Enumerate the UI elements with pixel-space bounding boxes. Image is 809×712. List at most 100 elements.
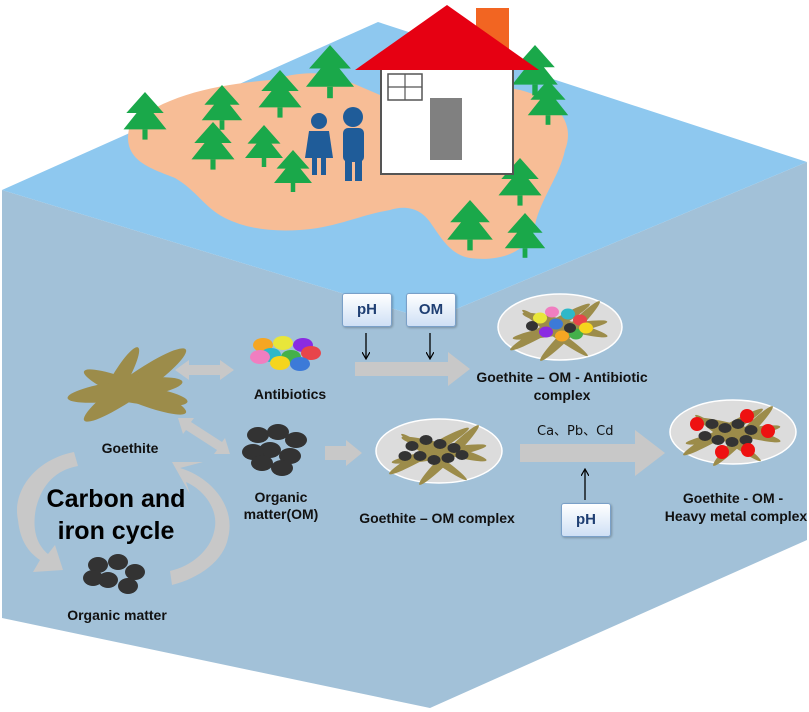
arrow-goethite-om <box>178 418 230 454</box>
person-large <box>343 107 364 181</box>
goethite-rod <box>92 383 188 407</box>
organic-matter-particle <box>718 423 732 433</box>
heavy-metal-ion <box>741 443 755 457</box>
flow-arrows <box>175 352 665 476</box>
organic-matter-particle <box>427 455 441 465</box>
heavy-metal-ion <box>761 424 775 438</box>
organic-matter-particle <box>705 419 719 429</box>
heavy-metal-complex-label-line2: Heavy metal complex <box>664 508 808 524</box>
antibiotic-particle <box>555 330 569 342</box>
arrow-complex-heavy-metal <box>520 430 665 476</box>
organic-matter-particle <box>259 442 281 458</box>
tree <box>527 80 569 116</box>
organic-matter-particle <box>441 453 455 463</box>
organic-matter-particle <box>698 431 712 441</box>
organic-matter-particle <box>83 570 103 586</box>
heavy-metal-ion <box>715 445 729 459</box>
antibiotic-particle <box>549 318 563 330</box>
tree <box>512 45 558 85</box>
antibiotic-particle <box>579 322 593 334</box>
tree <box>447 200 493 240</box>
house <box>355 5 539 175</box>
organic-matter-particle <box>526 321 538 331</box>
tree-trunk <box>277 107 283 118</box>
heavy-metal-ion <box>740 409 754 423</box>
organic-matter-particle <box>433 439 447 449</box>
organic-matter-particle <box>413 451 427 461</box>
trees <box>123 45 569 258</box>
cycle-arrows <box>17 452 230 585</box>
tree-trunk <box>290 183 296 192</box>
organic-matter-om-label-line2: matter(OM) <box>243 506 319 522</box>
tree <box>274 150 312 183</box>
antibiotic-particle <box>545 306 559 318</box>
heavy-metal-ion <box>690 417 704 431</box>
carbon-iron-cycle-label-line1: Carbon and <box>46 485 186 513</box>
people <box>305 107 364 181</box>
organic-matter-particle <box>88 557 108 573</box>
organic-matter-particle <box>125 564 145 580</box>
goethite-om-complex-label: Goethite – OM complex <box>359 510 515 526</box>
house-roof <box>355 5 539 70</box>
house-door <box>430 98 462 160</box>
antibiotic-complex <box>497 293 623 361</box>
organic-matter-particle <box>108 554 128 570</box>
organic-matter-particle <box>267 424 289 440</box>
tree <box>123 92 167 130</box>
antibiotic-particle <box>250 350 270 364</box>
cycle-arrow-right <box>170 462 230 585</box>
organic-matter-particle <box>744 425 758 435</box>
tree <box>498 158 542 196</box>
organic-matter-particle <box>279 448 301 464</box>
antibiotics-cluster <box>250 336 321 371</box>
organic-matter-cluster <box>242 424 307 476</box>
arrow-antibiotics-complex <box>355 352 470 386</box>
heavy-metal-complex <box>669 399 797 466</box>
tree <box>258 70 302 108</box>
ph-badge-top: pH <box>342 293 392 327</box>
tree-trunk <box>467 239 473 251</box>
antibiotics-label: Antibiotics <box>253 386 327 402</box>
antibiotic-particle <box>290 357 310 371</box>
arrow-om-complex <box>325 440 362 466</box>
carbon-iron-cycle-label-line2: iron cycle <box>57 517 175 545</box>
organic-matter-particle <box>564 323 576 333</box>
antibiotic-particle <box>539 326 553 338</box>
tree-trunk <box>210 159 216 170</box>
goethite-om-complex <box>375 418 503 485</box>
antibiotic-complex-label-line2: complex <box>533 387 591 403</box>
tree-trunk <box>517 195 523 206</box>
tree <box>305 45 355 87</box>
antibiotic-particle <box>273 336 293 350</box>
heavy-metals-label: Ca、Pb、Cd <box>537 424 614 439</box>
organic-matter-particle <box>405 441 419 451</box>
antibiotic-particle <box>301 346 321 360</box>
arrow-goethite-antibiotics <box>175 360 234 380</box>
tree-trunk <box>545 115 551 125</box>
antibiotic-complex-particles <box>526 306 593 342</box>
tree-trunk <box>142 129 148 140</box>
organic-matter-particle <box>398 451 412 461</box>
antibiotic-particle <box>270 356 290 370</box>
goethite-rod <box>96 347 140 417</box>
tree <box>201 85 243 121</box>
tree <box>245 125 283 158</box>
tree-trunk <box>522 248 528 258</box>
organic-matter-particle <box>739 435 753 445</box>
tree <box>191 122 235 160</box>
ph-badge-bottom: pH <box>561 503 611 537</box>
antibiotic-particle <box>533 312 547 324</box>
goethite-label: Goethite <box>101 440 159 456</box>
antibiotic-particle <box>573 314 587 326</box>
goethite-om-complex-particles <box>398 435 469 465</box>
organic-matter-bottom-cluster <box>83 554 145 594</box>
organic-matter-particle <box>725 437 739 447</box>
organic-matter-particle <box>455 450 469 460</box>
goethite-crystal <box>67 347 188 422</box>
organic-matter-particle <box>419 435 433 445</box>
organic-matter-particle <box>711 435 725 445</box>
heavy-metal-complex-particles <box>690 409 775 459</box>
cycle-arrow-left <box>17 452 78 572</box>
tree-trunk <box>327 86 333 99</box>
